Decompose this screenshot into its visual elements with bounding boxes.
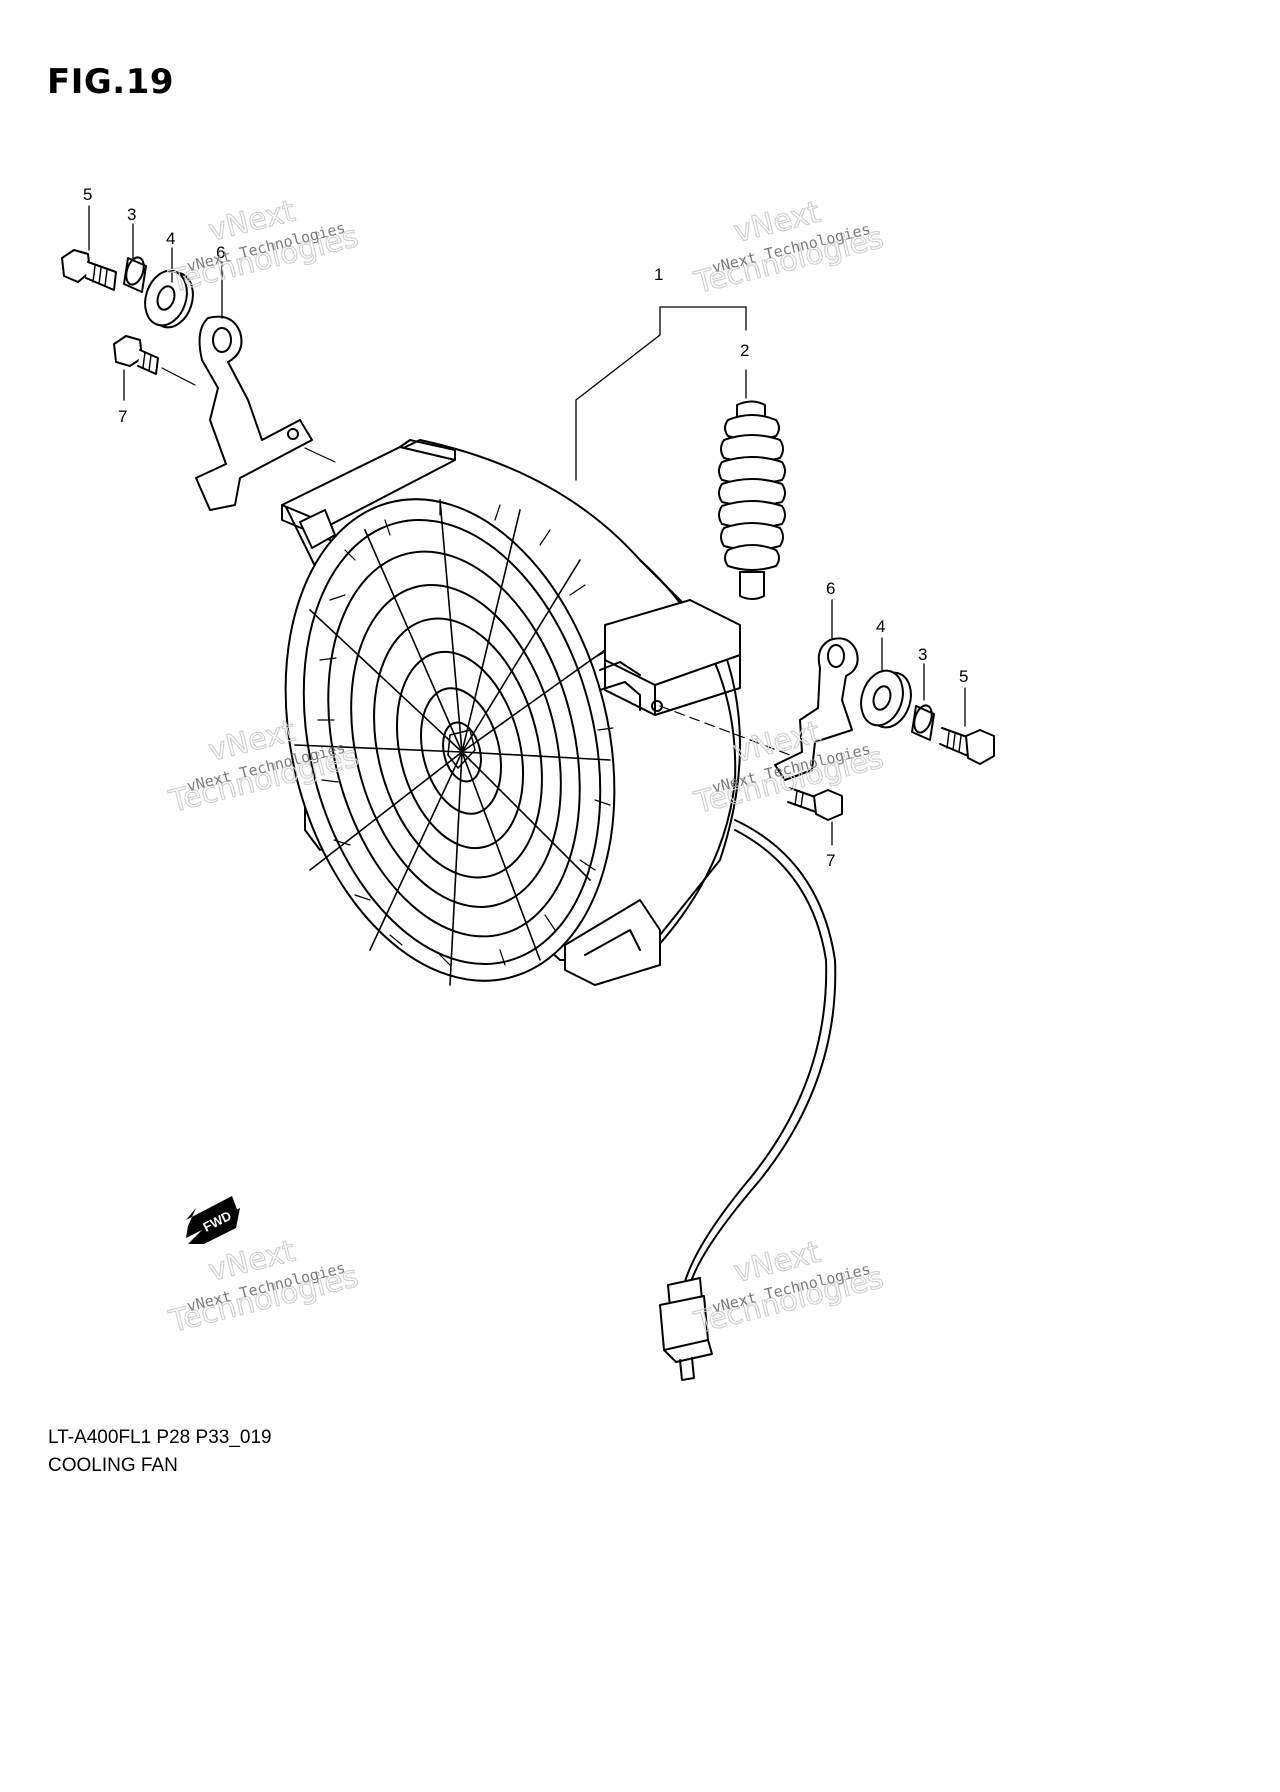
- callout-3-right: 3: [918, 645, 927, 664]
- callout-7-right: 7: [826, 851, 835, 870]
- callout-3-left: 3: [127, 205, 136, 224]
- callout-6-left: 6: [216, 243, 225, 262]
- right-mounting-hardware: [659, 637, 995, 821]
- left-mounting-hardware: [61, 249, 336, 511]
- watermark-bottom-right: vNext Technologies vNext Technologies: [690, 1234, 888, 1341]
- callout-7-left: 7: [118, 407, 127, 426]
- callout-2: 2: [740, 341, 749, 360]
- cooling-fan-assembly: [281, 439, 741, 986]
- callout-4-right: 4: [876, 617, 885, 636]
- callout-6-right: 6: [826, 579, 835, 598]
- watermark-bottom-left: vNext Technologies vNext Technologies: [165, 1233, 363, 1340]
- callout-labels: 5 3 4 6 7 1 2 6 4 3 5 7: [83, 185, 968, 870]
- forward-direction-arrow: FWD: [186, 1196, 240, 1244]
- callout-5-right: 5: [959, 667, 968, 686]
- figure-caption: LT-A400FL1 P28 P33_019 COOLING FAN: [48, 1424, 272, 1480]
- callout-1: 1: [654, 265, 663, 284]
- figure-title: FIG.19: [47, 62, 175, 102]
- callout-4-left: 4: [166, 229, 175, 248]
- figure-name: COOLING FAN: [48, 1455, 178, 1476]
- callout-5-left: 5: [83, 185, 92, 204]
- callout-leaders: [88, 205, 966, 846]
- figure-code: LT-A400FL1 P28 P33_019: [48, 1427, 272, 1448]
- watermark-top-right: vNext Technologies vNext Technologies: [690, 194, 888, 301]
- watermark-top-left: vNext Technologies vNext Technologies: [165, 193, 363, 300]
- rubber-boot-cap: [718, 400, 786, 600]
- wire-harness: [659, 819, 837, 1381]
